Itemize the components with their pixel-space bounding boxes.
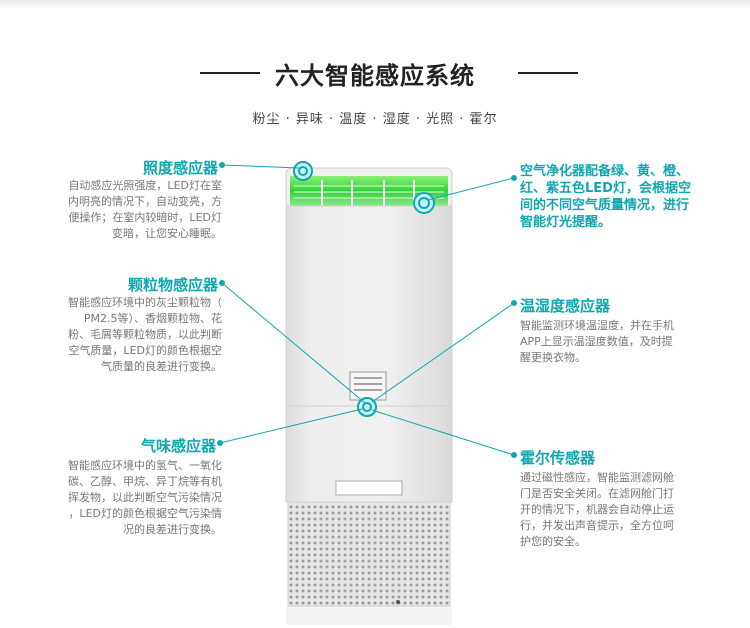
humidity-sensor-description: 智能监测环境温湿度，并在手机 APP上显示温湿度数值，及时提 醒更换衣物。 [520, 319, 674, 364]
particle-sensor-heading: 颗粒物感应器 [127, 276, 218, 294]
title-divider-right [518, 72, 578, 74]
page-title: 六大智能感应系统 [275, 62, 475, 90]
hall-sensor-heading: 霍尔传感器 [520, 449, 596, 467]
title-divider-left [200, 72, 260, 74]
hall-sensor-description: 通过磁性感应，智能监测滤网舱 门是否安全关闭。在滤网舱门打 开的情况下，机器会自… [520, 471, 674, 548]
light-sensor-heading: 照度感应器 [142, 159, 218, 177]
humidity-sensor-heading: 温湿度感应器 [520, 297, 611, 315]
odor-sensor-description: 智能感应环境中的氢气、一氧化 碳、乙醇、甲烷、异丁烷等有机 挥发物，以此判断空气… [68, 459, 222, 536]
light-sensor-description: 自动感应光照强度，LED灯在室 内明亮的情况下，自动变亮，方 便操作；在室内较暗… [68, 179, 222, 240]
led-light-description: 空气净化器配备绿、黄、橙、 红、紫五色LED灯，会根据空 间的不同空气质量情况，… [520, 164, 691, 230]
particle-sensor-description: 智能感应环境中的灰尘颗粒物（ PM2.5等）、香烟颗粒物、花 粉、毛屑等颗粒物质… [68, 296, 222, 373]
odor-sensor-heading: 气味感应器 [140, 437, 216, 455]
sensor-keywords: 粉尘 · 异味 · 温度 · 湿度 · 光照 · 霍尔 [252, 112, 498, 127]
top-band [0, 0, 750, 8]
